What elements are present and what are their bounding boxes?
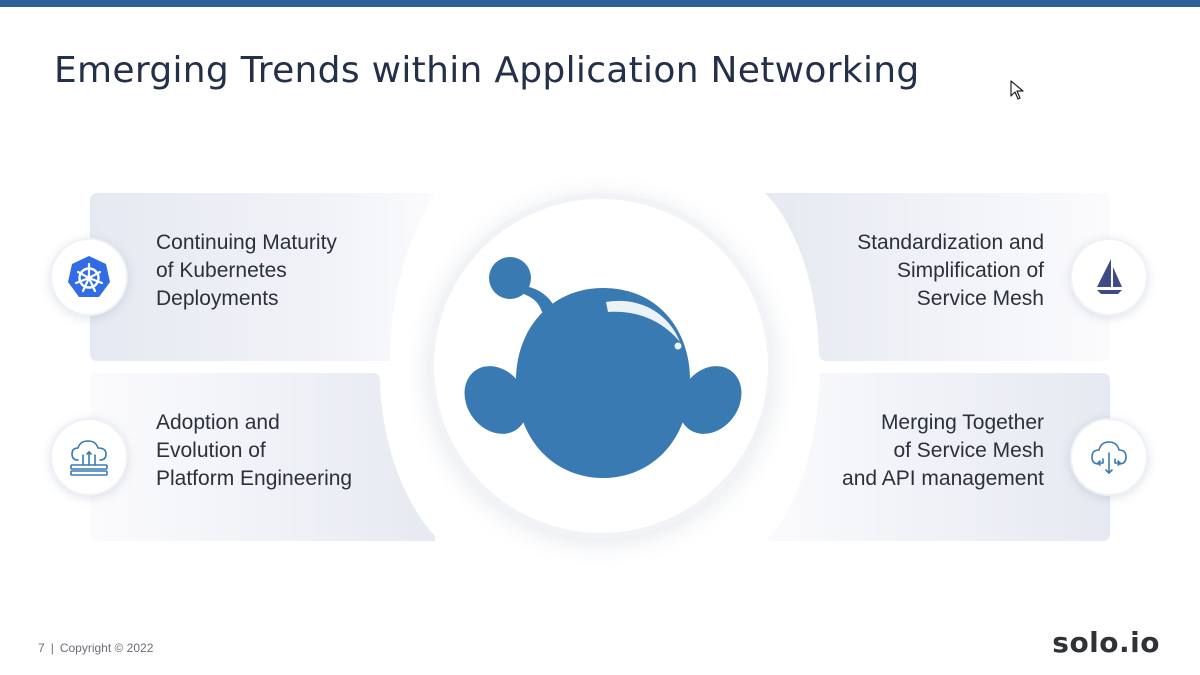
trend-card-platform-engineering: Adoption and Evolution of Platform Engin… bbox=[90, 373, 435, 541]
cloud-transfer-icon-badge bbox=[1070, 418, 1148, 496]
cloud-network-icon-badge bbox=[50, 418, 128, 496]
trend-text: Standardization and Simplification of Se… bbox=[857, 231, 1044, 310]
brand-logo: solo.io bbox=[1052, 626, 1160, 659]
kubernetes-icon-badge bbox=[50, 238, 128, 316]
footer-separator: | bbox=[50, 641, 54, 655]
card-background bbox=[765, 193, 1110, 361]
card-background bbox=[90, 193, 435, 361]
trend-text: Merging Together of Service Mesh and API… bbox=[842, 411, 1044, 490]
trend-text: Continuing Maturity of Kubernetes Deploy… bbox=[156, 231, 337, 310]
page-number: 7 bbox=[38, 641, 45, 655]
card-background bbox=[765, 373, 1110, 541]
slide-footer: 7 | Copyright © 2022 bbox=[38, 641, 153, 655]
card-background bbox=[90, 373, 435, 541]
trend-card-kubernetes: Continuing Maturity of Kubernetes Deploy… bbox=[90, 193, 435, 361]
trend-card-service-mesh: Standardization and Simplification of Se… bbox=[765, 193, 1110, 361]
trend-card-api-management: Merging Together of Service Mesh and API… bbox=[765, 373, 1110, 541]
slide-title: Emerging Trends within Application Netwo… bbox=[54, 50, 920, 91]
kubernetes-icon bbox=[68, 256, 110, 297]
cloud-network-icon bbox=[70, 440, 108, 476]
istio-sail-icon-badge bbox=[1070, 238, 1148, 316]
mouse-cursor-icon bbox=[1010, 80, 1024, 100]
cloud-transfer-icon bbox=[1091, 441, 1127, 474]
copyright-text: Copyright © 2022 bbox=[59, 641, 154, 655]
solo-mascot-logo-icon bbox=[464, 257, 742, 478]
trend-text: Adoption and Evolution of Platform Engin… bbox=[156, 411, 353, 490]
top-accent-bar bbox=[0, 0, 1200, 7]
istio-sail-icon bbox=[1097, 259, 1122, 294]
